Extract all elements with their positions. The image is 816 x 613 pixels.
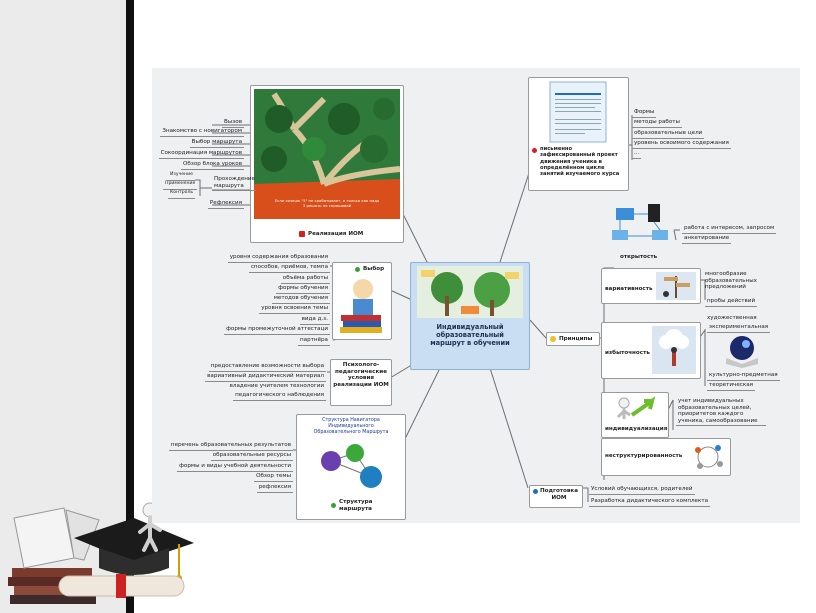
realization-sub-1[interactable]: Применение (163, 181, 198, 190)
principles-node[interactable]: Принципы (546, 332, 600, 346)
izbytochnost-item-0[interactable]: художественная (707, 315, 757, 321)
yellow-dot-icon (550, 336, 556, 342)
realization-item-4[interactable]: Обзор блока уроков (181, 161, 244, 170)
red-dot-icon (532, 148, 537, 153)
prep-node[interactable]: Подготовка ИОМ (529, 485, 583, 508)
structure-slide-title: Структура Навигатора Индивидуального Обр… (313, 418, 389, 435)
individualization-title: индивидуализация (605, 426, 668, 432)
planet-book-icon (726, 336, 758, 368)
person-arrow-icon (616, 396, 656, 419)
network-icon (612, 204, 668, 240)
izbytochnost-item-2[interactable]: культурно-предметная (707, 372, 780, 381)
written-project-title: письменно зафиксированный проект движени… (540, 146, 620, 178)
realization-item-1[interactable]: Знакомство с новигатором (160, 128, 244, 137)
variativnost-item-1[interactable]: пробы действий (705, 298, 758, 307)
realization-node[interactable]: Если хочешь "5" не срабатывает, а только… (250, 85, 404, 243)
written-item-4[interactable]: ... (632, 150, 642, 159)
blue-dot-icon (533, 489, 538, 494)
structure-node[interactable]: Структура Навигатора Индивидуального Обр… (296, 414, 406, 520)
books-illustration (340, 279, 382, 333)
red-flag-icon (299, 231, 305, 237)
structure-item-1[interactable]: образовательные ресурсы (210, 452, 293, 461)
otkrytost-item-1[interactable]: анкетирование (682, 235, 732, 244)
written-item-1[interactable]: методы работы (632, 119, 682, 128)
realization-sub-0[interactable]: Изучение (168, 172, 195, 181)
choice-title: Выбор (363, 266, 385, 272)
psych-item-3[interactable]: педагогического наблюдения (233, 392, 326, 401)
choice-item-1[interactable]: способов, приёмов, темпа (248, 264, 330, 273)
choice-item-7[interactable]: формы промежуточной аттестаци (224, 326, 330, 335)
document-icon (549, 81, 607, 143)
choice-node[interactable]: Выбор (332, 262, 392, 340)
green-dot-icon (331, 503, 336, 508)
choice-item-2[interactable]: объёма работы (280, 275, 330, 284)
green-dot-icon (355, 267, 360, 272)
psych-item-0[interactable]: предоставление возможности выбора (208, 363, 326, 372)
path-trees-illustration (254, 89, 400, 219)
network-chart-icon (695, 445, 723, 469)
nestruct-node[interactable]: неструктурированность (601, 438, 731, 476)
realization-last[interactable]: Рефлексия (207, 200, 244, 209)
structure-item-0[interactable]: перечень образовательных результатов (168, 442, 293, 451)
choice-item-6[interactable]: вида д.з. (299, 316, 330, 325)
structure-item-2[interactable]: формы и виды учебной деятельности (177, 463, 293, 472)
variativnost-node[interactable]: вариативность (601, 268, 701, 304)
realization-item-3[interactable]: Сокоординация маршрутов (158, 150, 244, 159)
written-project-node[interactable]: письменно зафиксированный проект движени… (528, 77, 629, 191)
psych-item-2[interactable]: владение учителем технологии (229, 383, 324, 389)
izbytochnost-item-3[interactable]: теоретическая (707, 382, 756, 391)
spheres-diagram (321, 444, 382, 488)
principles-title: Принципы (559, 336, 593, 342)
otkrytost-item-0[interactable]: работа с интересом, запросом (682, 225, 777, 234)
prep-item-1[interactable]: Разработка дидактического комплекта (589, 498, 711, 507)
written-item-2[interactable]: образовательные цели (632, 130, 705, 139)
center-tree-illustration (417, 266, 523, 318)
written-item-3[interactable]: уровень освоимого содержания (632, 140, 731, 149)
prep-item-0[interactable]: Условий обучающихся, родителей (589, 486, 695, 495)
variativnost-title: вариативность (605, 286, 653, 292)
izbytochnost-title: избыточность (605, 350, 650, 356)
choice-item-0[interactable]: уровня содержания образования (227, 254, 330, 263)
side-divider-bar (126, 0, 134, 613)
written-item-0[interactable]: Формы (632, 109, 657, 118)
graduation-clipart (8, 502, 194, 604)
realization-title: Реализация ИОМ (308, 231, 364, 237)
choice-item-5[interactable]: уровня освоения темы (259, 305, 330, 314)
structure-item-4[interactable]: рефлексия (256, 484, 293, 493)
choice-item-3[interactable]: формы обучения (276, 285, 330, 294)
slide-caption: Если хочешь "5" не срабатывает, а только… (274, 198, 380, 208)
prep-title: Подготовка ИОМ (539, 488, 578, 501)
realization-item-0[interactable]: Вызов (222, 119, 244, 128)
psych-node[interactable]: Психолого-педагогические условия реализа… (330, 359, 392, 406)
variativnost-item-0[interactable]: многообразие образовательных предложений (705, 271, 757, 291)
realization-item-2[interactable]: Выбор маршрута (189, 139, 244, 148)
individualization-node[interactable]: индивидуализация (601, 392, 669, 438)
center-node[interactable]: Индивидуальный образовательный маршрут в… (410, 262, 530, 370)
otkrytost-title: открытость (620, 254, 658, 260)
signpost-illustration (656, 272, 696, 300)
center-title: Индивидуальный образовательный маршрут в… (430, 323, 510, 347)
izbytochnost-item-1[interactable]: экспериментальная (707, 324, 771, 333)
psych-item-1[interactable]: вариативный дидактический материал (205, 373, 326, 382)
nestruct-title: неструктурированность (605, 453, 683, 459)
realization-prohozhdenie[interactable]: Прохождение маршрута (212, 176, 256, 192)
izbytochnost-node[interactable]: избыточность (601, 322, 701, 379)
choice-item-4[interactable]: методов обучения (271, 295, 330, 304)
sky-figure-illustration (652, 326, 696, 374)
choice-item-8[interactable]: партнёра (298, 337, 330, 346)
psych-title: Психолого-педагогические условия реализа… (333, 362, 389, 388)
structure-item-3[interactable]: Обзор темы (254, 473, 293, 482)
individualization-item-0[interactable]: учет индивидуальных образовательных целе… (676, 398, 766, 427)
realization-sub-2[interactable]: Контроль (168, 190, 196, 199)
structure-title: Структура маршрута (339, 499, 373, 512)
